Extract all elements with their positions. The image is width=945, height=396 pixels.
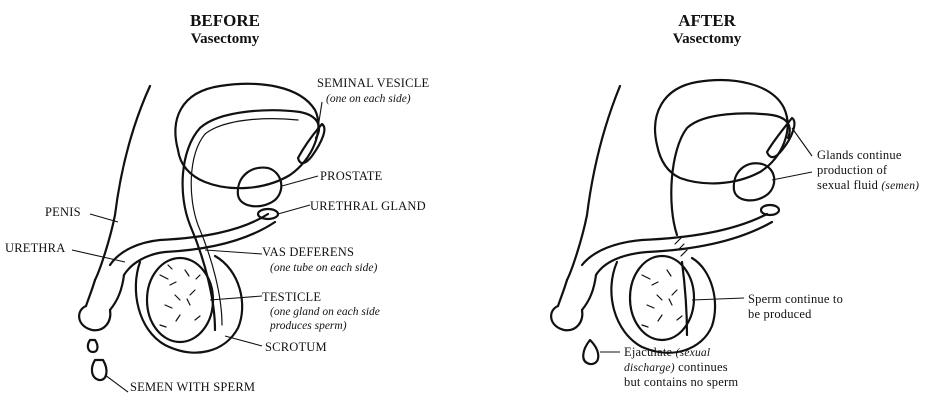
- label-urethral-gland: URETHRAL GLAND: [310, 199, 426, 213]
- label-glands-line-1: Glands continue: [817, 148, 902, 162]
- label-sperm-line-1: Sperm continue to: [748, 292, 843, 306]
- penis-glans: [79, 306, 110, 330]
- penis-bottom: [582, 275, 596, 310]
- label-glands-line-3b: (semen): [881, 180, 919, 192]
- testicle: [630, 256, 694, 340]
- label-ejaculate-line-2: discharge) continues: [624, 360, 728, 375]
- penis-top: [86, 280, 95, 306]
- prostate: [734, 163, 774, 200]
- label-ejaculate-line-3: but contains no sperm: [624, 375, 738, 389]
- leader-sperm: [692, 298, 744, 300]
- vas-deferens-upper-cut: [671, 113, 789, 235]
- body-back-outline: [95, 86, 150, 280]
- label-scrotum: SCROTUM: [265, 340, 327, 354]
- label-seminal-vesicle: SEMINAL VESICLE: [317, 76, 429, 90]
- label-ejaculate-2b: continues: [678, 360, 728, 374]
- label-testicle: TESTICLE: [262, 290, 321, 304]
- leader-semen: [105, 375, 128, 392]
- body-back-outline: [567, 86, 620, 280]
- leader-vas-deferens: [205, 250, 262, 254]
- label-vas-deferens-note: (one tube on each side): [270, 262, 377, 275]
- semen-drop-2: [92, 360, 107, 380]
- ejaculate-drop: [583, 340, 598, 364]
- label-ejaculate-1b: (sexual: [676, 347, 711, 359]
- label-testicle-note-1: (one gland on each side: [270, 306, 380, 319]
- label-testicle-note-2: produces sperm): [270, 320, 347, 333]
- after-panel: AFTER Vasectomy Glands: [472, 0, 945, 396]
- testicle-texture: [642, 270, 682, 327]
- label-sperm-line-2: be produced: [748, 307, 812, 321]
- seminal-vesicle: [298, 124, 324, 163]
- label-ejaculate-2a: discharge): [624, 362, 675, 374]
- before-anatomy-drawing: [0, 0, 472, 396]
- testicle-texture: [160, 265, 200, 327]
- urethral-gland: [761, 205, 779, 215]
- seminal-vesicle: [767, 118, 794, 157]
- label-prostate: PROSTATE: [320, 169, 382, 183]
- leader-urethral-gland: [278, 205, 310, 214]
- label-ejaculate-1a: Ejaculate: [624, 345, 672, 359]
- penis-glans: [551, 306, 582, 330]
- penis-top: [558, 280, 567, 306]
- label-glands-line-3a: sexual fluid: [817, 178, 878, 192]
- semen-drop-1: [88, 340, 98, 352]
- label-penis: PENIS: [45, 205, 81, 219]
- after-anatomy-drawing: [472, 0, 945, 396]
- label-ejaculate-line-1: Ejaculate (sexual: [624, 345, 710, 360]
- leader-testicle: [210, 296, 262, 300]
- label-urethra: URETHRA: [5, 241, 65, 255]
- scrotum: [611, 258, 715, 353]
- leader-glands-2: [772, 172, 812, 180]
- label-glands-line-2: production of: [817, 163, 887, 177]
- leader-scrotum: [225, 336, 262, 346]
- before-panel: BEFORE Vasectomy: [0, 0, 472, 396]
- label-semen: SEMEN WITH SPERM: [130, 380, 255, 394]
- label-seminal-vesicle-note: (one on each side): [326, 93, 411, 106]
- label-glands-line-3: sexual fluid (semen): [817, 178, 919, 193]
- penis-bottom: [110, 275, 124, 310]
- label-vas-deferens: VAS DEFERENS: [262, 245, 354, 259]
- vas-cut-mark: [675, 238, 687, 256]
- leader-glands-1: [792, 128, 812, 156]
